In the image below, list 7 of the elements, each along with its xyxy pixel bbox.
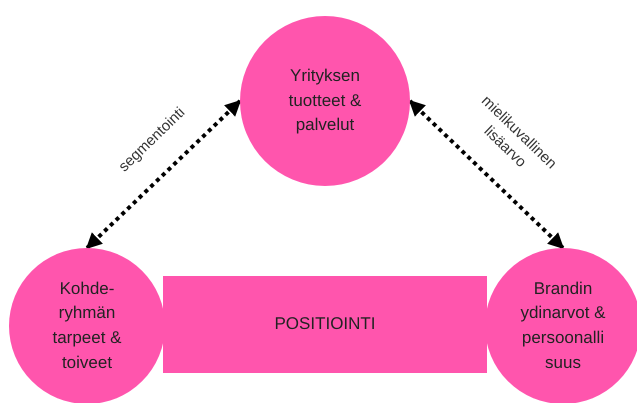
rectangle-node bbox=[163, 276, 487, 373]
double-arrow bbox=[408, 100, 564, 250]
node-label: Yrityksen tuotteet & palvelut bbox=[288, 65, 362, 136]
node-label: POSITIOINTI bbox=[274, 313, 376, 336]
node-label: Brandin ydinarvot & persoonalli suus bbox=[519, 278, 607, 374]
double-arrow bbox=[86, 100, 242, 250]
node-label: Kohde- ryhmän tarpeet & toiveet bbox=[52, 278, 122, 374]
